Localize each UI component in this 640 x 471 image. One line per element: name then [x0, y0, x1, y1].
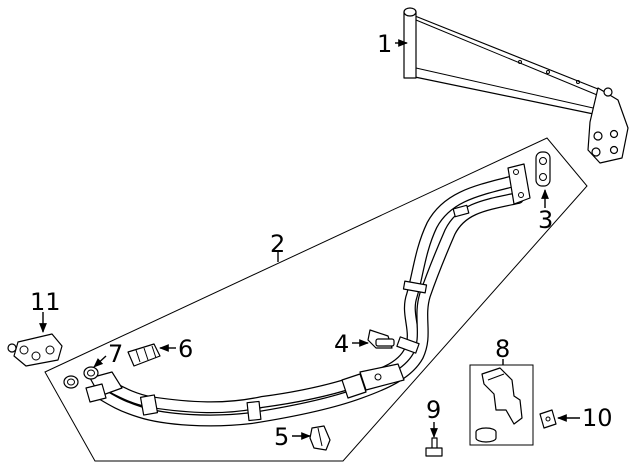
- callout-9: 9: [426, 396, 441, 424]
- callout-5: 5: [274, 423, 289, 451]
- callout-6: 6: [178, 335, 193, 363]
- callout-4: 4: [334, 330, 349, 358]
- junction-block[interactable]: [7, 333, 63, 367]
- callout-10: 10: [582, 404, 613, 432]
- bolt[interactable]: [425, 437, 443, 457]
- assembly-outline-2: [44, 137, 588, 462]
- connector-kit[interactable]: [475, 367, 523, 443]
- callout-7: 7: [108, 340, 123, 368]
- line-connector[interactable]: [367, 329, 395, 349]
- callout-11: 11: [30, 288, 61, 316]
- oil-cooler[interactable]: [403, 7, 629, 164]
- leader-7: [93, 355, 107, 368]
- callout-2: 2: [270, 230, 285, 258]
- retainer-clip[interactable]: [127, 343, 161, 367]
- kit-box-8: [469, 364, 534, 446]
- o-ring-seals[interactable]: [63, 366, 99, 389]
- cooler-line-assembly[interactable]: [85, 163, 531, 427]
- callout-8: 8: [495, 335, 510, 363]
- bracket-clip[interactable]: [309, 425, 331, 451]
- callout-1: 1: [377, 30, 392, 58]
- callout-3: 3: [538, 206, 553, 234]
- seal-plate[interactable]: [535, 151, 551, 187]
- nut-clip[interactable]: [539, 409, 557, 429]
